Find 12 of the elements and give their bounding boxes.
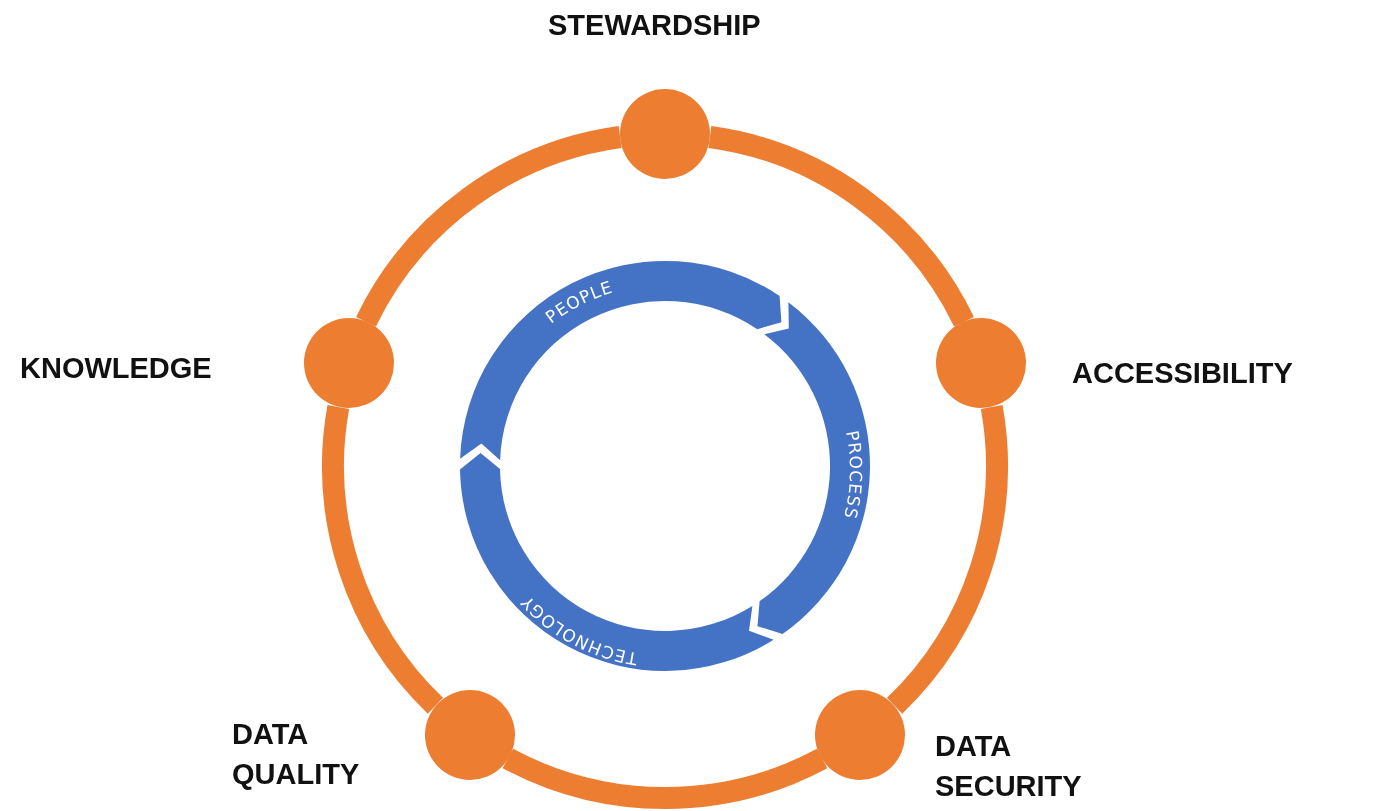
node-label: STEWARDSHIP [548,8,761,43]
node-label: KNOWLEDGE [20,351,212,386]
cycle-arrow-segment [460,453,774,671]
node-label: ACCESSIBILITY [1072,356,1293,391]
cycle-arrow-segment [757,302,870,634]
node-label: DATA QUALITY [232,717,361,792]
ring-connector [503,748,827,809]
ring-connector [886,405,1008,714]
node-label: DATA SECURITY [935,729,1083,804]
ring-connector [707,126,974,328]
ring-connector [322,405,444,714]
cycle-arrow-segment [460,261,782,461]
